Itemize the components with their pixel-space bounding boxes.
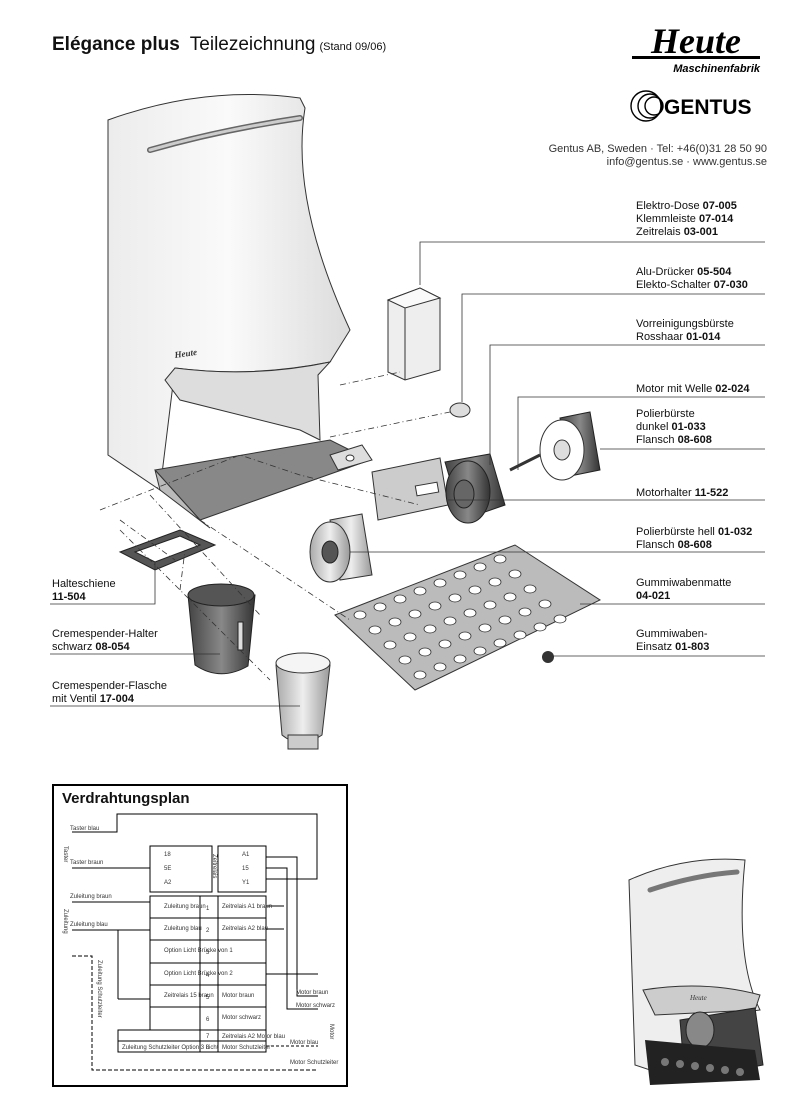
- label-dark-brush: Polierbürste dunkel 01-033 Flansch 08-60…: [636, 408, 712, 446]
- label-motor-holder: Motorhalter 11-522: [636, 487, 729, 499]
- heute-logo-text: Heute: [650, 22, 741, 61]
- leader-lines: [50, 241, 765, 707]
- assembled-logo-mark: Heute: [689, 994, 707, 1002]
- svg-text:Option Licht Brücke von 2: Option Licht Brücke von 2: [164, 971, 233, 977]
- label-rubber-insert: Gummiwaben- Einsatz 01-803: [636, 628, 710, 653]
- dark-brush-illustration: [539, 411, 601, 481]
- svg-text:4: 4: [206, 973, 210, 979]
- wiring-diagram-title: Verdrahtungsplan: [62, 790, 190, 807]
- contact-line-2: info@gentus.se · www.gentus.se: [606, 156, 767, 168]
- svg-text:Motor braun: Motor braun: [222, 993, 254, 999]
- svg-text:Zeitrelais: Zeitrelais: [211, 854, 217, 878]
- gentus-logo: GENTUS: [630, 90, 752, 122]
- svg-text:Motor: Motor: [328, 1024, 334, 1039]
- label-electro-box: Elektro-Dose 07-005 Klemmleiste 07-014 Z…: [636, 200, 737, 238]
- svg-text:Zuleitung Schutzleiter: Zuleitung Schutzleiter: [96, 960, 102, 1018]
- label-cream-bottle: Cremespender-Flasche mit Ventil 17-004: [52, 680, 167, 705]
- cream-holder-illustration: [187, 583, 256, 675]
- wiring-diagram: Taster blau Taster braun Zuleitung braun…: [62, 813, 338, 1071]
- heute-logo-subtitle: Maschinenfabrik: [673, 63, 761, 75]
- assembly-lines: [99, 371, 451, 681]
- label-pre-clean-brush: Vorreinigungsbürste Rosshaar 01-014: [636, 318, 734, 343]
- svg-text:Zuleitung: Zuleitung: [62, 909, 68, 934]
- svg-text:Zuleitung braun: Zuleitung braun: [70, 894, 112, 900]
- svg-text:Motor Schutzleiter: Motor Schutzleiter: [222, 1045, 270, 1051]
- svg-text:1: 1: [206, 906, 210, 912]
- svg-text:Zeitrelais A1 braun: Zeitrelais A1 braun: [222, 904, 272, 910]
- svg-text:Taster braun: Taster braun: [70, 860, 103, 866]
- label-rubber-mat: Gummiwabenmatte 04-021: [636, 577, 732, 602]
- svg-text:Taster blau: Taster blau: [70, 826, 99, 832]
- svg-text:Zeitrelais A2 Motor blau: Zeitrelais A2 Motor blau: [222, 1034, 285, 1040]
- page-title: Elégance plus Teilezeichnung(Stand 09/06): [52, 34, 386, 56]
- svg-text:Zeitrelais 15 braun: Zeitrelais 15 braun: [164, 993, 214, 999]
- stand-date: (Stand 09/06): [319, 41, 387, 53]
- svg-text:2: 2: [206, 928, 210, 934]
- label-light-brush: Polierbürste hell 01-032 Flansch 08-608: [636, 526, 753, 551]
- rubber-insert-illustration: [542, 651, 554, 663]
- label-push-button: Alu-Drücker 05-504 Elekto-Schalter 07-03…: [636, 266, 748, 291]
- svg-text:Motor schwarz: Motor schwarz: [222, 1015, 261, 1021]
- product-name: Elégance plus: [52, 34, 180, 55]
- cream-bottle-illustration: [275, 652, 331, 750]
- svg-text:5E: 5E: [164, 866, 171, 872]
- motor-illustration: [444, 453, 541, 524]
- svg-text:5: 5: [206, 995, 210, 1001]
- document-title: Teilezeichnung: [189, 34, 316, 55]
- electrobox-illustration: [386, 287, 442, 381]
- svg-text:7: 7: [206, 1034, 210, 1040]
- label-cream-holder: Cremespender-Halter schwarz 08-054: [52, 628, 158, 653]
- svg-text:6: 6: [206, 1017, 210, 1023]
- housing-logo-mark: Heute: [173, 347, 198, 360]
- svg-text:Zuleitung blau: Zuleitung blau: [70, 922, 108, 928]
- assembled-machine-illustration: Heute: [628, 858, 764, 1085]
- svg-text:Zuleitung braun: Zuleitung braun: [164, 904, 206, 910]
- svg-text:Motor schwarz: Motor schwarz: [296, 1003, 335, 1009]
- svg-text:Motor Schutzleiter: Motor Schutzleiter: [290, 1060, 338, 1066]
- light-brush-illustration: [309, 513, 373, 583]
- gentus-logo-text: GENTUS: [664, 96, 752, 119]
- svg-text:Y1: Y1: [242, 880, 250, 886]
- svg-text:A2: A2: [164, 880, 172, 886]
- svg-text:Zuleitung blau: Zuleitung blau: [164, 926, 202, 932]
- svg-text:Motor blau: Motor blau: [290, 1040, 318, 1046]
- label-rail: Halteschiene 11-504: [52, 578, 116, 603]
- svg-text:8: 8: [206, 1045, 210, 1051]
- svg-text:Zuleitung Schutzleiter Option: Zuleitung Schutzleiter Option 3 Licht: [122, 1045, 219, 1051]
- svg-text:A1: A1: [242, 852, 250, 858]
- rubber-mat-illustration: [334, 544, 602, 691]
- label-motor: Motor mit Welle 02-024: [636, 383, 750, 395]
- svg-text:Taster: Taster: [62, 846, 68, 862]
- heute-logo: Heute Maschinenfabrik: [632, 22, 761, 75]
- svg-text:Zeitrelais A2 blau: Zeitrelais A2 blau: [222, 926, 268, 932]
- housing-illustration: Heute: [107, 93, 372, 529]
- push-button-illustration: [449, 402, 471, 418]
- svg-text:15: 15: [242, 866, 249, 872]
- svg-text:3: 3: [206, 950, 210, 956]
- svg-text:Option Licht Brücke von 1: Option Licht Brücke von 1: [164, 948, 233, 954]
- svg-text:18: 18: [164, 852, 171, 858]
- svg-text:Motor braun: Motor braun: [296, 990, 328, 996]
- contact-line-1: Gentus AB, Sweden · Tel: +46(0)31 28 50 …: [548, 143, 767, 155]
